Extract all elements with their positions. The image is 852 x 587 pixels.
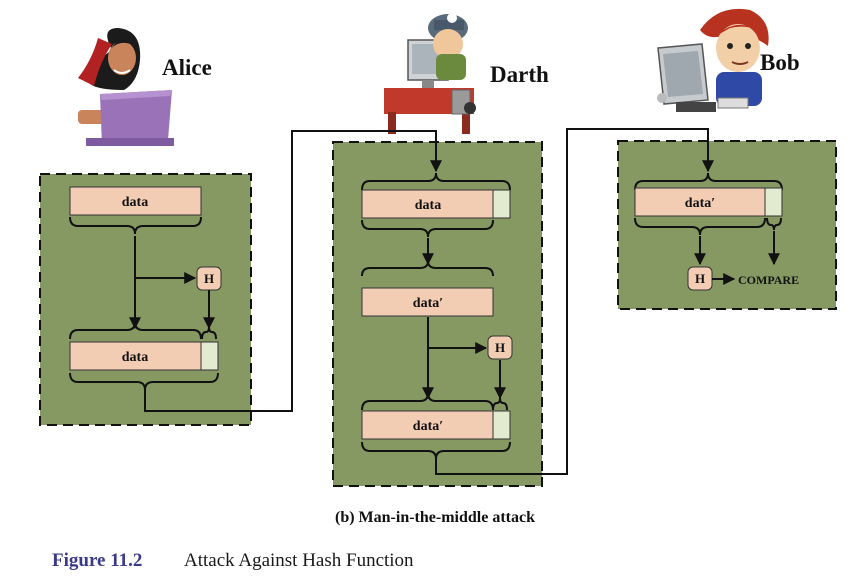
alice-bottom-data-label: data bbox=[122, 350, 148, 365]
darth-name: Darth bbox=[490, 62, 549, 87]
alice-name: Alice bbox=[162, 55, 212, 80]
bob-in-brace bbox=[634, 172, 783, 191]
darth-bottom-brace bbox=[361, 392, 494, 411]
alice-bottom-brace bbox=[69, 321, 202, 340]
diagram-subcaption: (b) Man-in-the-middle attack bbox=[335, 509, 535, 526]
darth-mid-data-box bbox=[361, 287, 494, 317]
figure-title: Attack Against Hash Function bbox=[184, 550, 414, 571]
darth-bottom-hash-cell bbox=[492, 410, 511, 440]
darth-in-brace bbox=[361, 172, 511, 191]
alice-to-darth-link bbox=[144, 130, 442, 412]
darth-top-data-box bbox=[361, 189, 494, 219]
darth-hash-box bbox=[487, 335, 513, 360]
darth-mid-data-label: data′ bbox=[413, 296, 443, 311]
darth-bottom-data-label: data′ bbox=[413, 419, 443, 434]
darth-bottom-data-box bbox=[361, 410, 494, 440]
darth-top-data-label: data bbox=[415, 198, 441, 213]
figure-number: Figure 11.2 bbox=[52, 550, 142, 571]
darth-hash-label: H bbox=[495, 340, 505, 355]
alice-bottom-hash-cell bbox=[200, 341, 219, 371]
darth-top-hash-cell bbox=[492, 189, 511, 219]
bob-data-label: data′ bbox=[685, 196, 715, 211]
bob-illustration bbox=[657, 8, 769, 112]
alice-hash-label: H bbox=[204, 271, 214, 286]
alice-top-data-box bbox=[69, 186, 202, 216]
alice-panel bbox=[39, 173, 252, 426]
bob-panel bbox=[617, 140, 837, 310]
bob-data-box bbox=[634, 187, 766, 217]
bob-name: Bob bbox=[760, 50, 800, 75]
darth-to-bob-link bbox=[435, 128, 714, 475]
compare-label: COMPARE bbox=[738, 273, 799, 287]
darth-mid-in-brace bbox=[361, 260, 494, 277]
alice-hash-brace bbox=[201, 326, 217, 340]
bob-data-brace bbox=[634, 217, 766, 236]
alice-top-data-label: data bbox=[122, 195, 148, 210]
darth-hash-brace bbox=[492, 397, 508, 411]
bob-h-label: H bbox=[695, 271, 705, 286]
darth-illustration bbox=[384, 13, 476, 134]
darth-top-brace bbox=[361, 219, 494, 238]
bob-hash-cell bbox=[764, 187, 783, 217]
alice-bottom-data-box bbox=[69, 341, 202, 371]
alice-illustration bbox=[78, 28, 174, 146]
bob-hash-brace bbox=[766, 217, 782, 231]
alice-top-brace bbox=[69, 216, 202, 235]
